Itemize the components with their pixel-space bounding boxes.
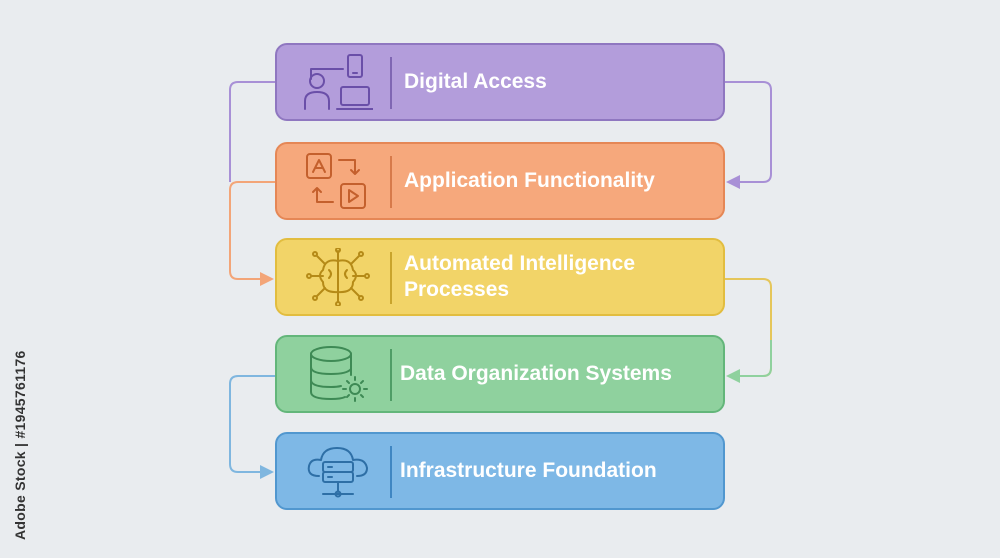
block-infrastructure-foundation: Infrastructure Foundation: [275, 432, 725, 510]
connector-data-to-infrastructure: [229, 375, 275, 473]
block-data-organization: Data Organization Systems: [275, 335, 725, 413]
block-application-functionality: Application Functionality: [275, 142, 725, 220]
divider: [390, 446, 392, 498]
arrowhead-automated: [260, 272, 274, 286]
block-digital-access: Digital Access: [275, 43, 725, 121]
database-gear-icon: [310, 346, 368, 402]
block-label: Automated Intelligence Processes: [404, 252, 636, 301]
divider: [390, 349, 392, 401]
block-label: Data Organization Systems: [400, 362, 672, 385]
connector-automated-to-data: [725, 278, 772, 377]
user-devices-icon: [304, 54, 373, 110]
brain-network-icon: [306, 248, 370, 306]
block-label: Application Functionality: [404, 169, 655, 192]
arrowhead-application: [726, 175, 740, 189]
divider: [390, 252, 392, 304]
connector-application-to-automated: [229, 181, 275, 280]
block-automated-intelligence: Automated Intelligence Processes: [275, 238, 725, 316]
divider: [390, 156, 392, 208]
divider: [390, 57, 392, 109]
cloud-server-icon: [307, 447, 368, 498]
block-label: Infrastructure Foundation: [400, 459, 657, 482]
stock-watermark: Adobe Stock | #1945761176: [12, 350, 28, 540]
arrowhead-infrastructure: [260, 465, 274, 479]
connector-automated-to-data-green: [738, 340, 772, 377]
arrowhead-data: [726, 369, 740, 383]
connector-digital-left: [229, 81, 275, 182]
connector-digital-to-application: [725, 81, 772, 183]
app-switch-icon: [306, 153, 366, 209]
block-label: Digital Access: [404, 70, 547, 93]
